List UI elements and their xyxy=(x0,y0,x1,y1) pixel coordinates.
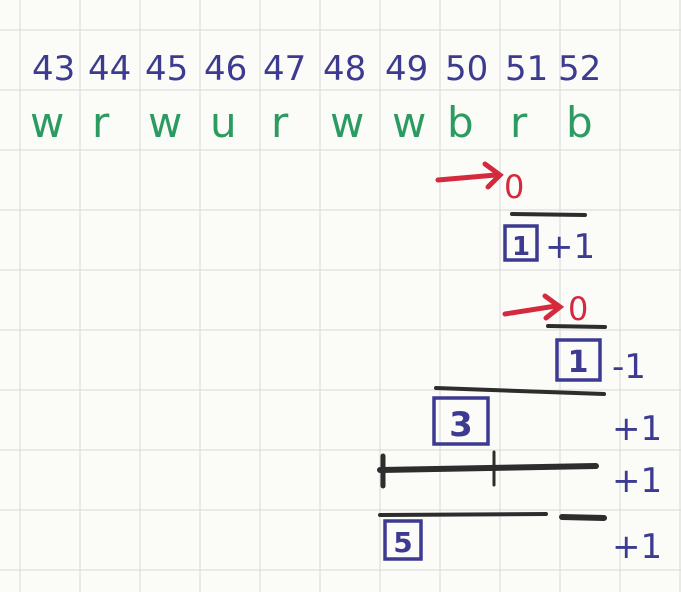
letter-label: w xyxy=(330,98,364,147)
boxed-value: 5 xyxy=(393,526,412,559)
box-outline xyxy=(503,224,539,262)
number-label: 50 xyxy=(445,49,488,89)
zero-mark: 0 xyxy=(504,168,524,206)
boxes xyxy=(383,224,602,561)
arrow-shaft xyxy=(435,172,499,183)
box-outline xyxy=(555,338,602,382)
letters-row: w r w u r w w b r b xyxy=(30,98,593,147)
letter-label: b xyxy=(566,98,593,147)
arrows xyxy=(435,161,565,321)
side-note: +1 xyxy=(612,461,662,501)
letter-label: u xyxy=(210,98,237,147)
side-notes: +1 -1 +1 +1 +1 xyxy=(545,227,662,567)
dash-line xyxy=(559,514,607,521)
number-label: 48 xyxy=(323,49,366,89)
box-outline xyxy=(432,396,490,446)
boxed-value: 1 xyxy=(568,345,589,380)
number-label: 45 xyxy=(145,49,188,89)
number-label: 51 xyxy=(505,49,548,89)
letter-label: w xyxy=(148,98,182,147)
zero-mark: 0 xyxy=(568,290,588,328)
number-label: 47 xyxy=(263,49,306,89)
black-lines xyxy=(377,212,607,521)
numbers-row: 43 44 45 46 47 48 49 50 51 52 xyxy=(32,49,601,89)
zero-marks: 0 0 xyxy=(504,168,588,328)
bar-line xyxy=(378,512,548,517)
boxed-value: 3 xyxy=(449,405,473,445)
number-label: 49 xyxy=(385,49,428,89)
side-note: +1 xyxy=(545,227,595,267)
boxed-value: 1 xyxy=(512,232,530,262)
letter-label: r xyxy=(92,98,110,147)
box-outline xyxy=(383,519,423,561)
side-note: +1 xyxy=(612,409,662,449)
letter-label: w xyxy=(392,98,426,147)
number-label: 46 xyxy=(204,49,247,89)
bar-line xyxy=(510,212,587,217)
letter-label: b xyxy=(447,98,474,147)
arrow-head xyxy=(482,161,504,190)
boxed-values: 1 1 3 5 xyxy=(393,232,588,559)
letter-label: w xyxy=(30,98,64,147)
number-label: 43 xyxy=(32,49,75,89)
side-note: -1 xyxy=(612,347,646,387)
bar-line xyxy=(377,463,599,473)
bar-line xyxy=(546,324,607,329)
arrow-head xyxy=(542,293,565,321)
letter-label: r xyxy=(271,98,289,147)
arrow-shaft xyxy=(502,303,559,317)
letter-label: r xyxy=(510,98,528,147)
number-label: 52 xyxy=(558,49,601,89)
number-label: 44 xyxy=(88,49,131,89)
bar-line xyxy=(434,386,606,396)
side-note: +1 xyxy=(612,527,662,567)
